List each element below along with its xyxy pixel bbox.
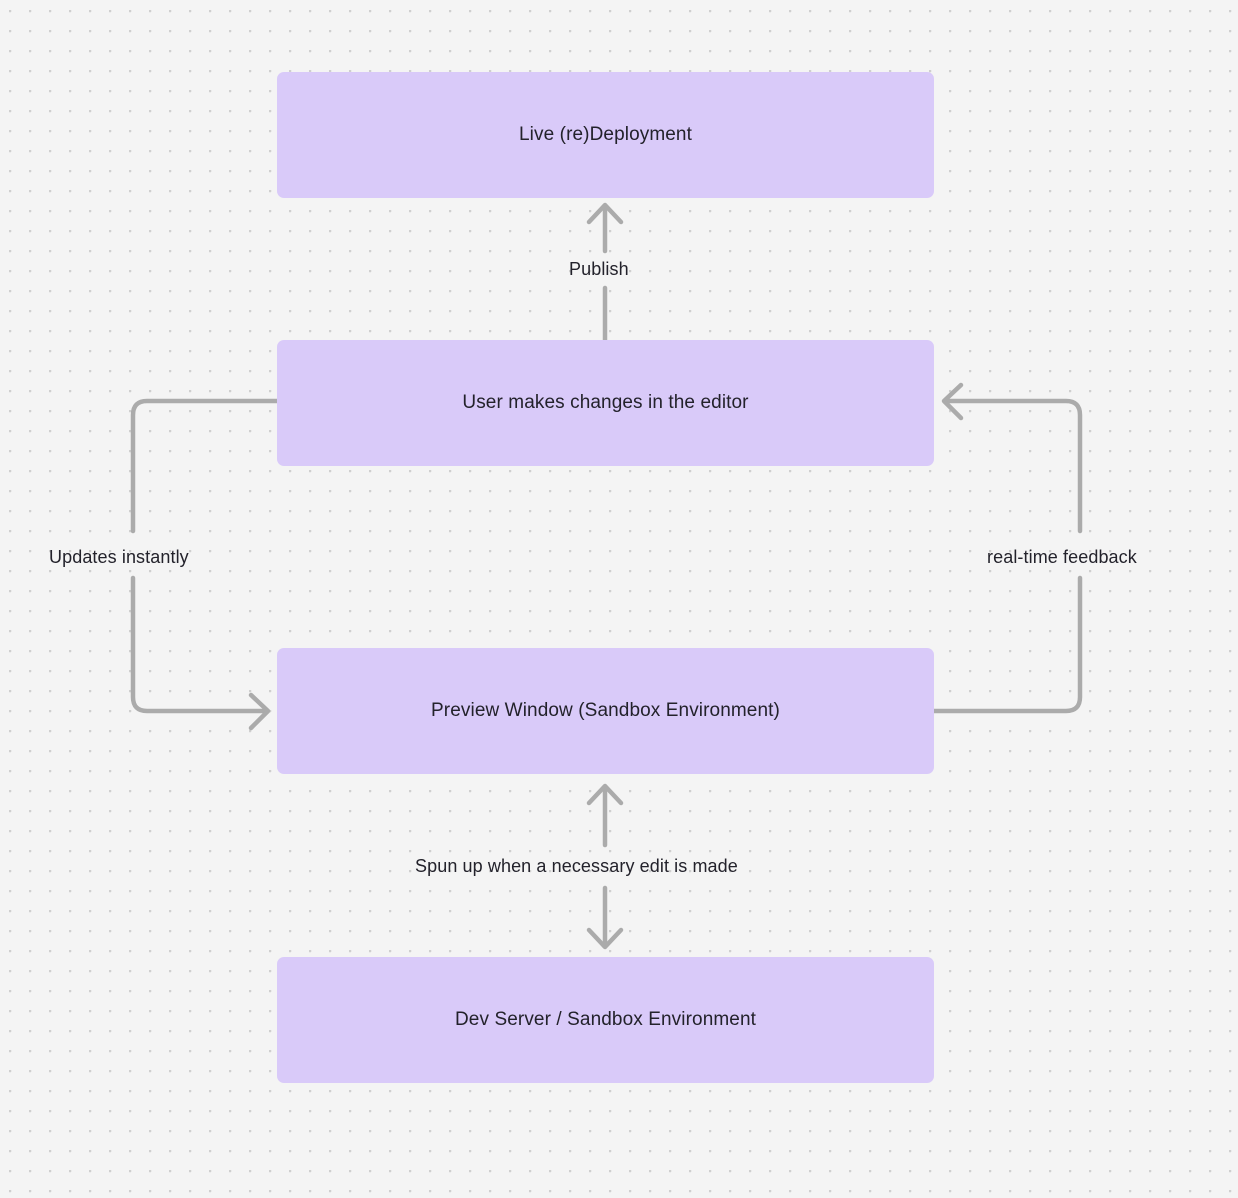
node-live-redeployment[interactable]: Live (re)Deployment (277, 72, 934, 198)
edge-label-spun-up: Spun up when a necessary edit is made (415, 856, 738, 876)
node-live-redeployment-label: Live (re)Deployment (519, 124, 692, 146)
node-preview-window[interactable]: Preview Window (Sandbox Environment) (277, 648, 934, 774)
node-user-makes-changes[interactable]: User makes changes in the editor (277, 340, 934, 466)
node-dev-server-label: Dev Server / Sandbox Environment (454, 1009, 756, 1031)
edge-spun-up-arrowhead-down (586, 927, 624, 950)
edge-label-updates-instantly: Updates instantly (49, 547, 189, 567)
node-dev-server[interactable]: Dev Server / Sandbox Environment (277, 957, 934, 1083)
edge-label-realtime-feedback: real-time feedback (987, 547, 1137, 567)
node-user-makes-changes-label: User makes changes in the editor (462, 392, 749, 414)
edge-publish-arrowhead (586, 202, 624, 225)
edge-updates-instantly-arrowhead (248, 692, 271, 731)
edge-realtime-feedback-arrowhead (941, 382, 964, 421)
edge-updates-instantly-line-upper (130, 398, 280, 534)
edge-spun-up-arrowhead-up (586, 783, 624, 806)
edge-realtime-feedback-line-lower (931, 575, 1083, 714)
edge-realtime-feedback-line-upper (943, 398, 1083, 534)
edge-updates-instantly-line-lower (130, 575, 269, 714)
node-preview-window-label: Preview Window (Sandbox Environment) (431, 700, 780, 722)
edge-label-publish: Publish (569, 259, 629, 279)
